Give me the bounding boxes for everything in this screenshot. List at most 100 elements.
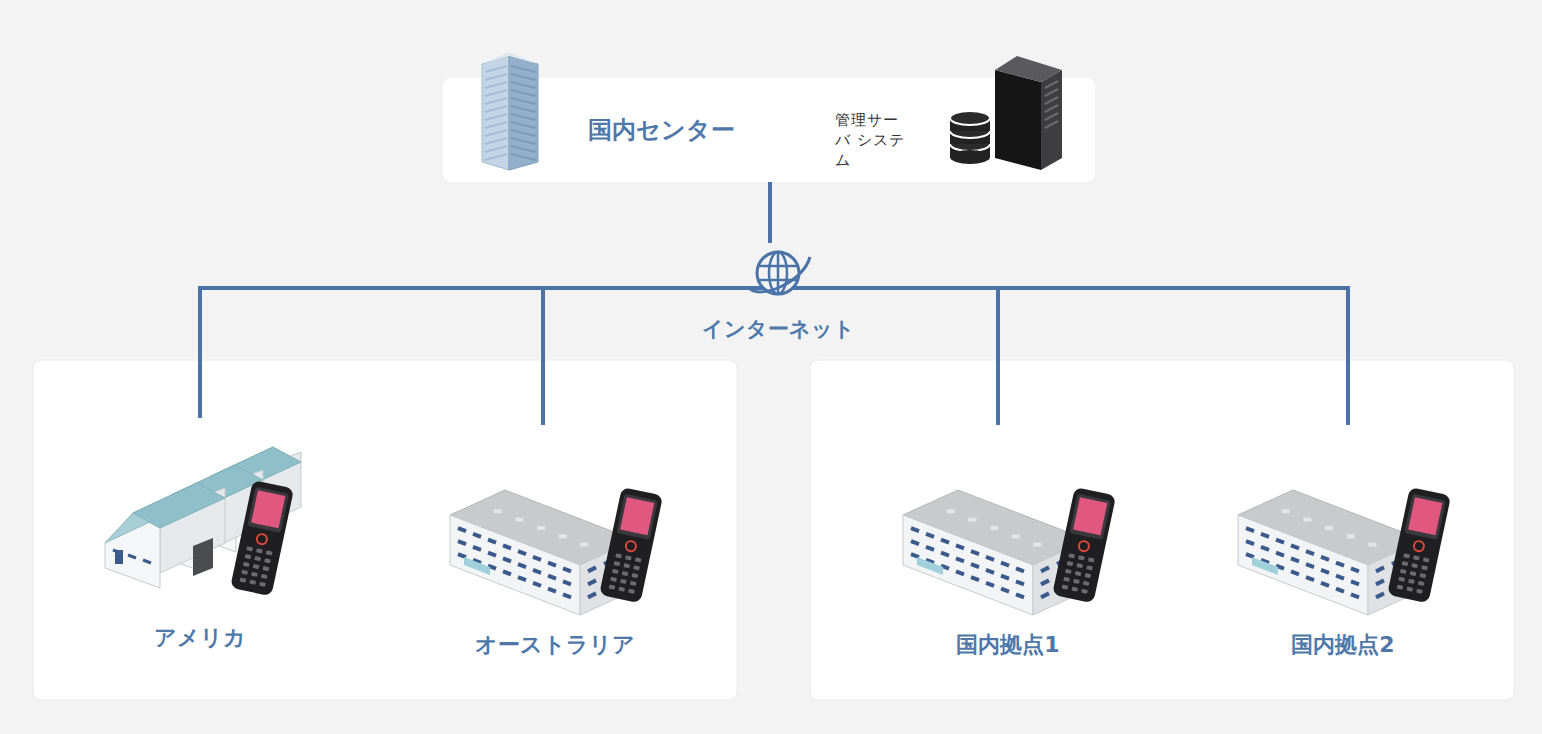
- scanner-key: [632, 573, 639, 578]
- entrance: [464, 557, 490, 575]
- roof-vent: [1012, 534, 1020, 538]
- window: [1276, 540, 1284, 543]
- scanner-key: [1067, 561, 1074, 566]
- roof-vent: [1033, 543, 1041, 547]
- scanner-body: [1387, 487, 1451, 603]
- window: [911, 554, 919, 557]
- scanner-key: [266, 550, 273, 555]
- scanner-key: [635, 557, 642, 562]
- handheld-scanner: [1052, 487, 1116, 603]
- network-line: [200, 288, 685, 418]
- roof: [133, 483, 225, 528]
- front-wall: [450, 515, 580, 615]
- roof-vent: [1282, 509, 1290, 513]
- scanner-key: [251, 572, 258, 577]
- roof-vent: [537, 526, 545, 530]
- tower-stripe: [485, 106, 507, 112]
- scanner-key: [1085, 573, 1092, 578]
- server-slot: [1045, 81, 1058, 88]
- window: [1001, 563, 1009, 566]
- tower-stripe: [485, 98, 507, 104]
- tower-stripe: [485, 122, 507, 128]
- site-illustration: [440, 425, 690, 625]
- window: [1336, 563, 1344, 566]
- window: [911, 541, 919, 544]
- site-label: オーストラリア: [440, 630, 700, 660]
- server-slot: [1045, 113, 1058, 120]
- icon-group: [482, 52, 1062, 170]
- tower-top: [482, 52, 538, 64]
- window: [458, 541, 466, 544]
- site-node: オーストラリア: [440, 425, 700, 668]
- scanner-key: [1416, 589, 1423, 594]
- tower-stripe: [485, 146, 507, 152]
- tower-stripe: [485, 138, 507, 144]
- scanner-key: [628, 589, 635, 594]
- scanner-key: [609, 585, 616, 590]
- scanner-key: [625, 555, 632, 560]
- window: [518, 564, 526, 567]
- roof-vent: [947, 509, 955, 513]
- window: [1041, 580, 1049, 584]
- window: [971, 564, 979, 567]
- window: [1246, 554, 1254, 557]
- window: [1336, 576, 1344, 579]
- tower-stripe: [485, 66, 507, 72]
- scanner-screen: [1073, 497, 1107, 535]
- tower-stripe: [511, 106, 536, 112]
- tower-stripe: [511, 74, 536, 80]
- server-slot: [1045, 121, 1058, 128]
- scanner-key: [614, 561, 621, 566]
- scanner-key: [261, 574, 268, 579]
- window: [588, 567, 596, 571]
- center-title: 国内センター: [588, 115, 735, 145]
- scanner-key: [1073, 579, 1080, 584]
- entrance: [917, 557, 943, 575]
- window: [548, 563, 556, 566]
- network-line: [871, 288, 998, 425]
- scanner-key: [612, 569, 619, 574]
- window: [533, 583, 541, 586]
- tower-stripe: [511, 90, 536, 96]
- window: [1001, 589, 1009, 592]
- scanner-key: [1086, 565, 1093, 570]
- window: [473, 534, 481, 537]
- window: [503, 558, 511, 561]
- window: [986, 583, 994, 586]
- scanner-body: [230, 480, 294, 596]
- overseas-panel: [33, 360, 737, 700]
- window: [1291, 571, 1299, 574]
- window: [986, 570, 994, 573]
- window: [458, 528, 466, 531]
- window: [473, 547, 481, 550]
- database-bottom: [950, 150, 990, 164]
- scanner-button: [256, 533, 268, 545]
- window: [1246, 541, 1254, 544]
- window: [986, 557, 994, 560]
- shutter: [193, 538, 213, 576]
- window: [1016, 568, 1024, 571]
- server-slot: [1045, 105, 1058, 112]
- window: [588, 580, 596, 584]
- site-label: 国内拠点2: [1228, 630, 1488, 660]
- window: [911, 528, 919, 531]
- tower-stripe: [485, 154, 507, 160]
- window: [518, 551, 526, 554]
- roof-vent: [559, 534, 567, 538]
- window: [1041, 593, 1049, 597]
- window: [488, 553, 496, 556]
- window: [458, 554, 466, 557]
- center-box: 国内センター管理サーバ システム: [443, 78, 1095, 182]
- scanner-key: [256, 548, 263, 553]
- server-slot: [1045, 89, 1058, 96]
- window: [548, 576, 556, 579]
- site-node: 国内拠点1: [893, 425, 1153, 668]
- window: [1261, 534, 1269, 537]
- scanner-key: [1411, 563, 1418, 568]
- roof-vent: [515, 518, 523, 522]
- scanner-key: [1408, 579, 1415, 584]
- tower-stripe: [511, 66, 536, 72]
- tower-stripe: [511, 138, 536, 144]
- window: [971, 551, 979, 554]
- site-label: 国内拠点1: [893, 630, 1153, 660]
